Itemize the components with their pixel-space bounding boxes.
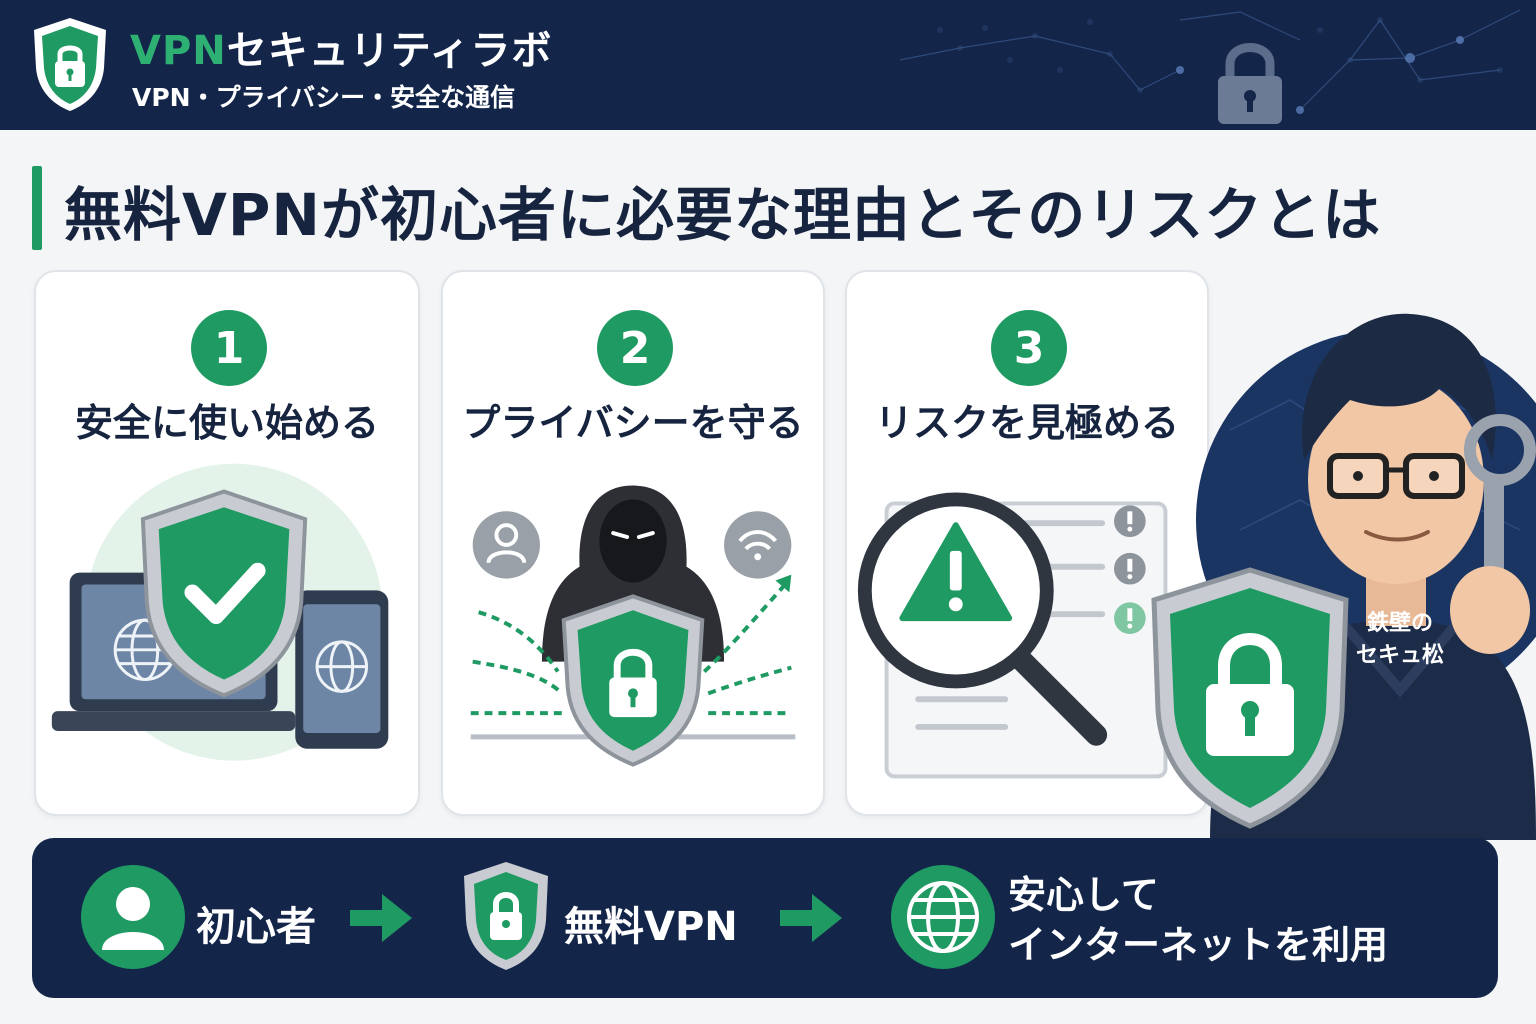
- shield-check-devices-icon: [51, 463, 389, 761]
- step-badge-1: 1: [191, 310, 267, 386]
- mascot-character: [1151, 313, 1536, 840]
- magnifier-warning-icon: [857, 492, 1168, 779]
- card-protect-privacy[interactable]: 2 プライバシーを守る: [441, 270, 825, 816]
- arrow-right-icon: [780, 894, 842, 942]
- site-header: VPNセキュリティラボ VPN・プライバシー・安全な通信: [0, 0, 1536, 130]
- flow-step-free-vpn: 無料VPN: [564, 904, 738, 950]
- step-badge-2: 2: [597, 310, 673, 386]
- flow-step-beginner: 初心者: [196, 904, 316, 950]
- logo-shield-icon: [34, 18, 106, 111]
- card-start-safely[interactable]: 1 安全に使い始める: [34, 270, 420, 816]
- network-map-background: [899, 9, 1521, 114]
- hacker-shield-icon: [470, 485, 796, 767]
- step-badge-3: 3: [991, 310, 1067, 386]
- card-title: プライバシーを守る: [462, 401, 804, 445]
- vpn-shield-icon: [464, 862, 548, 970]
- title-accent-bar: [32, 166, 42, 250]
- brand-subtitle: VPN・プライバシー・安全な通信: [132, 83, 516, 112]
- card-title: 安全に使い始める: [74, 401, 379, 445]
- user-icon: [81, 865, 185, 969]
- globe-icon: [891, 865, 995, 969]
- flow-step-safe-internet: 安心して インターネットを利用: [1008, 873, 1389, 967]
- page-title: 無料VPNが初心者に必要な理由とそのリスクとは: [64, 181, 1382, 249]
- mascot-name-badge: 鉄壁の セキュ松: [1355, 611, 1444, 668]
- flow-bar: 初心者 無料VPN 安心して インターネットを利用: [32, 838, 1498, 998]
- padlock-icon: [1218, 43, 1282, 124]
- card-assess-risk[interactable]: 3 リスクを見極める: [845, 270, 1209, 816]
- arrow-right-icon: [350, 894, 412, 942]
- brand-title[interactable]: VPNセキュリティラボ: [130, 28, 553, 74]
- card-title: リスクを見極める: [874, 401, 1179, 445]
